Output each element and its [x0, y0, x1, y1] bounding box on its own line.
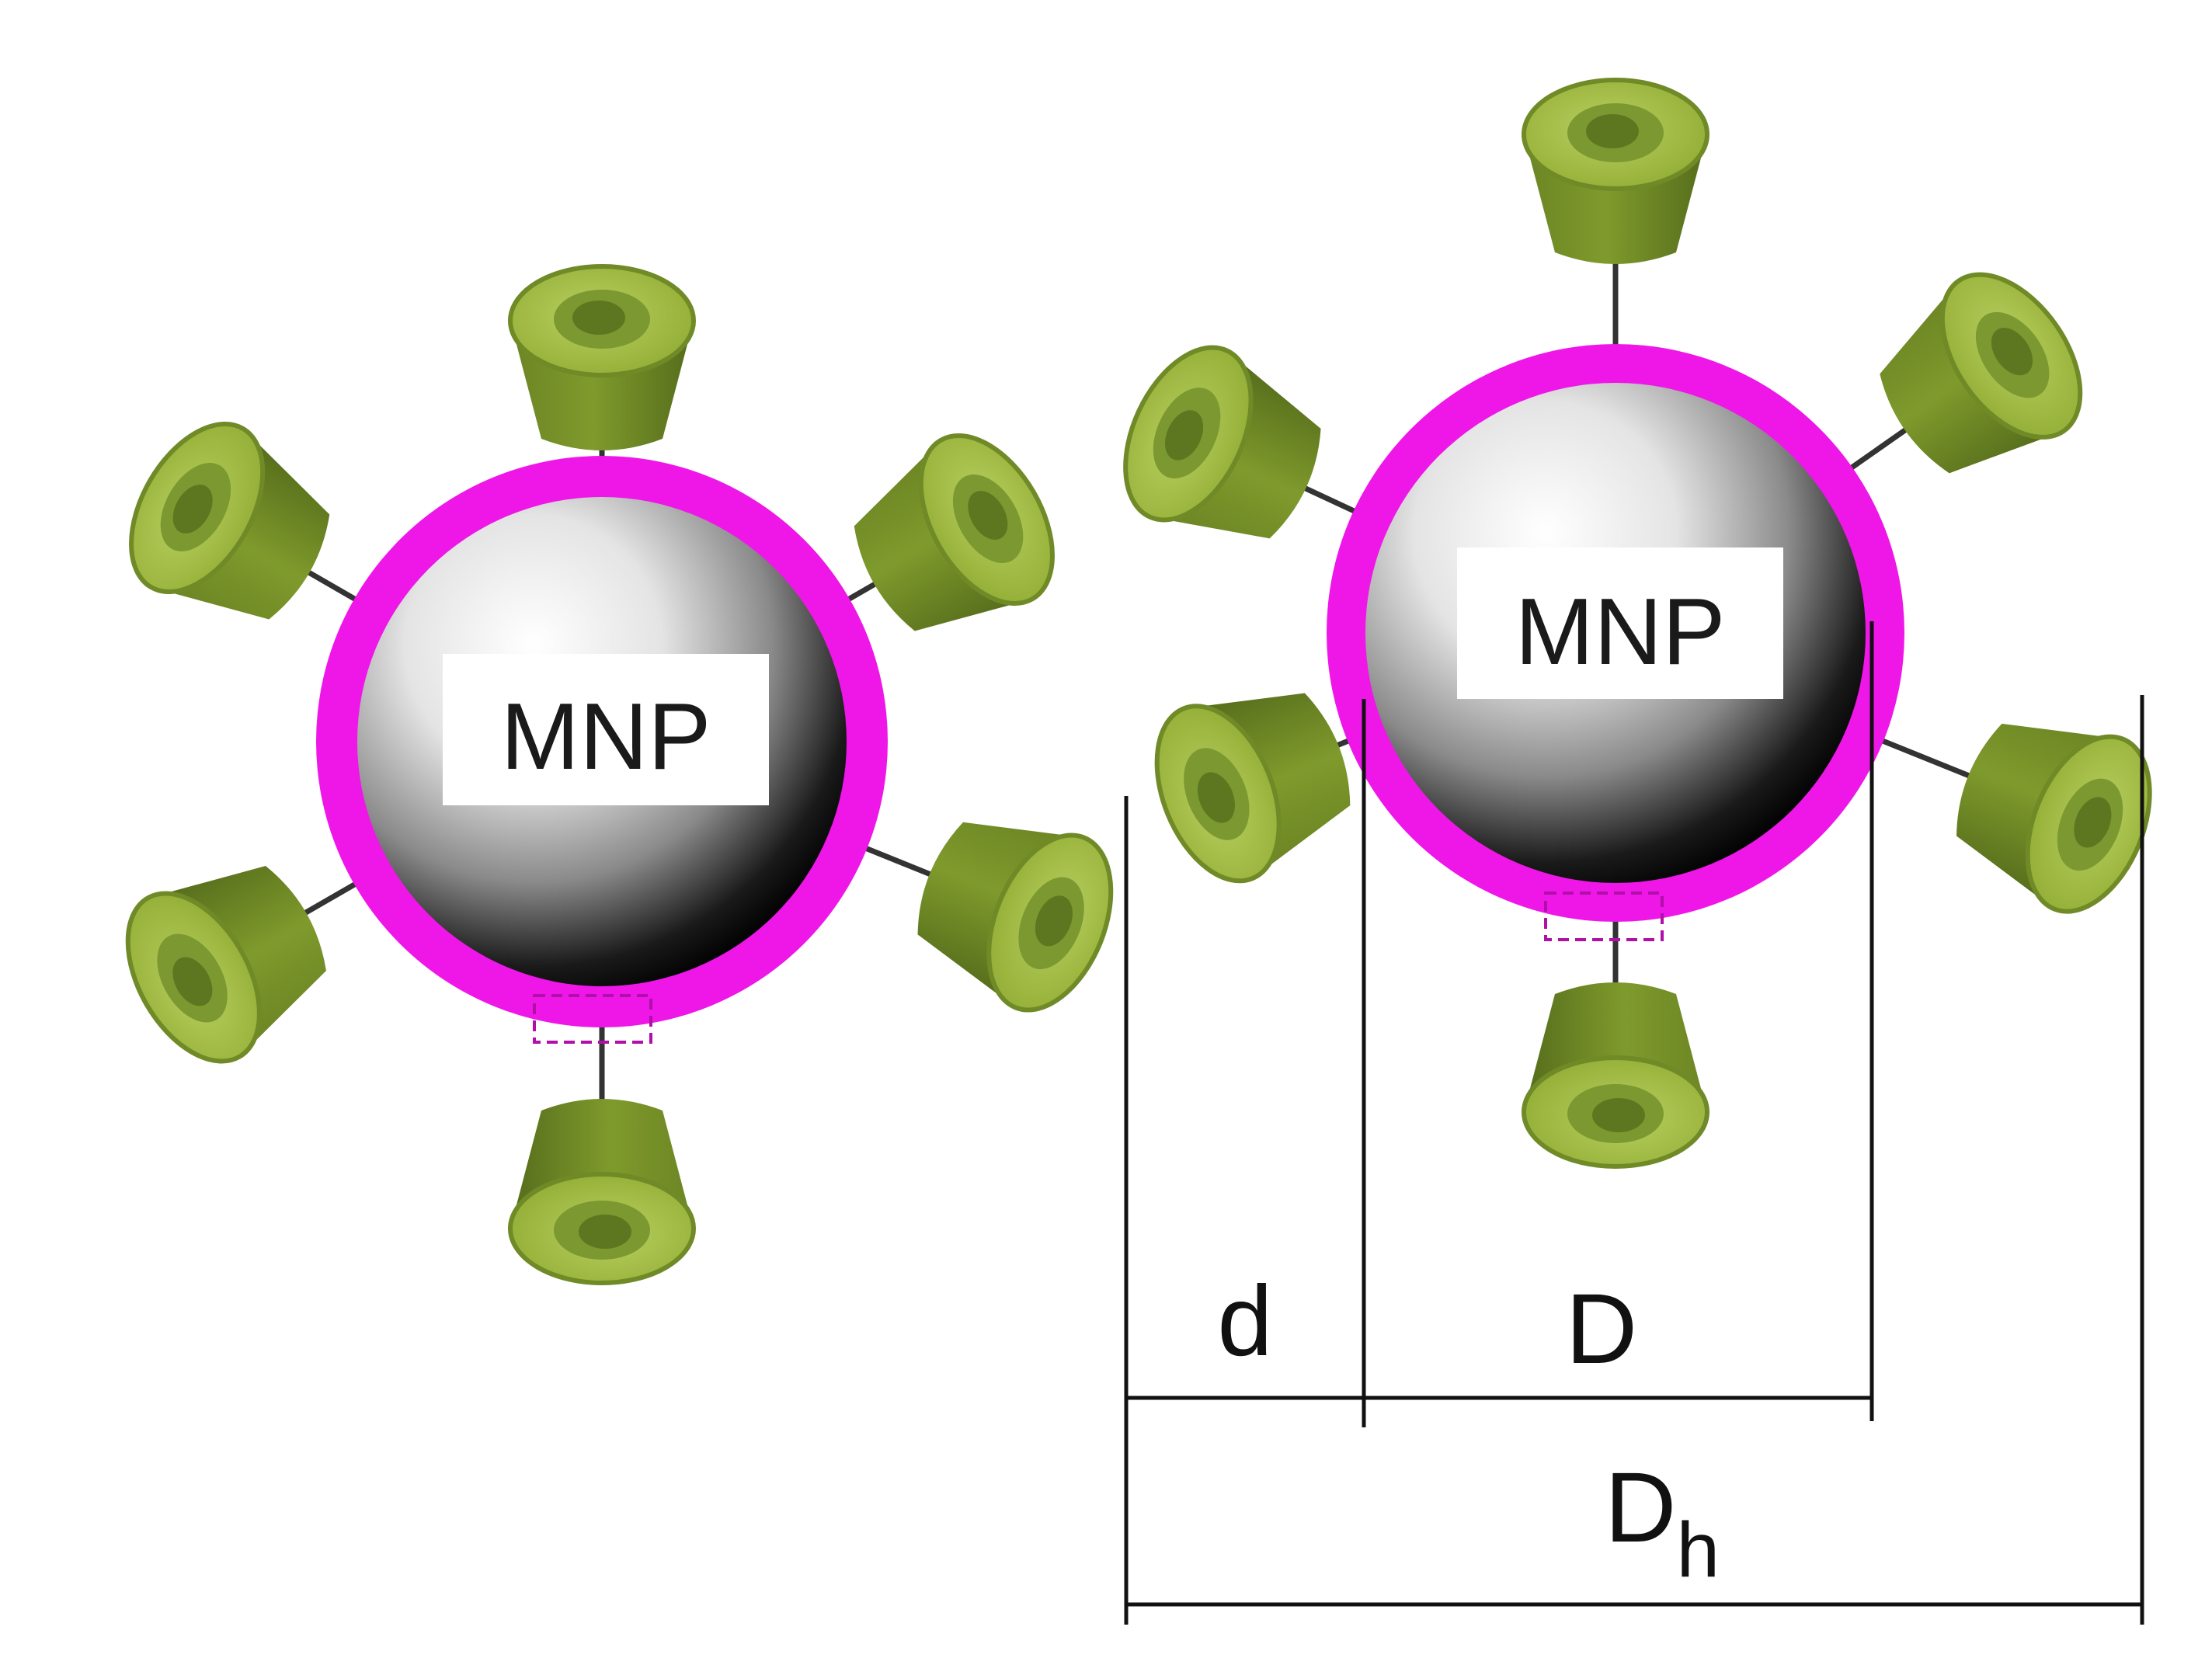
mnp-label-1: MNP: [500, 683, 711, 789]
cyclodextrin-ligand-2-6: [1101, 328, 1345, 572]
cyclodextrin-ligand-1-3: [896, 789, 1135, 1028]
label-D: D: [1566, 1274, 1637, 1385]
label-d: d: [1217, 1266, 1272, 1377]
mnp-label-2: MNP: [1515, 579, 1725, 684]
cyclodextrin-ligand-1-4: [510, 1099, 694, 1283]
cyclodextrin-ligand-2-4: [1524, 982, 1707, 1166]
particle-right: MNP: [1101, 80, 2174, 1166]
cyclodextrin-ligand-2-3: [1934, 690, 2173, 930]
cyclodextrin-ligand-1-2: [829, 413, 1080, 664]
mnp-label-box-1: [443, 654, 769, 805]
cyclodextrin-ligand-1-1: [510, 266, 694, 450]
cyclodextrin-ligand-1-5: [101, 833, 352, 1084]
cyclodextrin-ligand-2-1: [1524, 80, 1707, 264]
particle-left: MNP: [101, 266, 1135, 1283]
label-Dh-subscript: h: [1676, 1507, 1720, 1594]
mnp-label-box-2: [1457, 547, 1783, 699]
cyclodextrin-ligand-2-2: [1852, 249, 2109, 505]
linker-1-3: [858, 843, 942, 881]
shell-anchor-2: [1544, 892, 1664, 941]
label-Dh-base: D: [1605, 1452, 1676, 1563]
label-Dh: Dh: [1605, 1452, 1720, 1594]
shell-anchor-1: [533, 994, 652, 1044]
linker-2-3: [1875, 735, 1981, 783]
linker-2-2: [1844, 421, 1917, 474]
linker-1-6: [297, 564, 363, 606]
cyclodextrin-ligand-1-6: [104, 401, 355, 652]
linker-2-6: [1294, 481, 1362, 517]
linker-1-5: [294, 878, 363, 921]
dimension-lines: d D Dh: [1124, 621, 2144, 1625]
